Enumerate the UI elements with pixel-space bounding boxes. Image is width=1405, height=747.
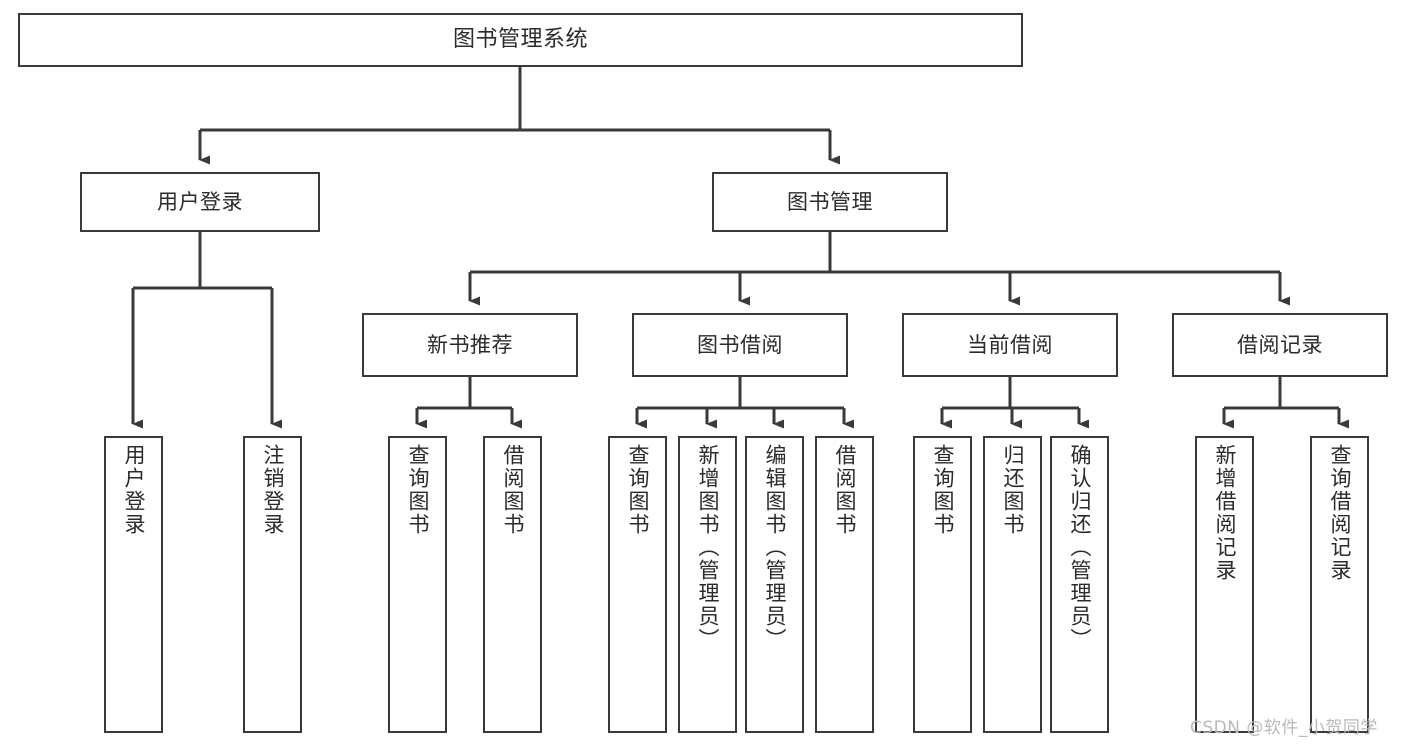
- node-root-system-label: 图书管理系统: [452, 27, 588, 53]
- node-leaf-current-borrow-confirm-return-label: 确认归还（管理员）: [1068, 444, 1092, 651]
- node-leaf-book-borrow-edit[interactable]: 编辑图书（管理员）: [745, 436, 804, 733]
- node-leaf-current-borrow-return-label: 归还图书: [1001, 444, 1025, 536]
- node-root-system[interactable]: 图书管理系统: [18, 13, 1023, 67]
- node-leaf-new-book-borrow[interactable]: 借阅图书: [483, 436, 542, 733]
- node-leaf-new-book-borrow-label: 借阅图书: [501, 444, 525, 536]
- node-leaf-borrow-records-add-label: 新增借阅记录: [1213, 444, 1237, 582]
- node-book-borrow-label: 图书借阅: [697, 332, 783, 357]
- node-user-login[interactable]: 用户登录: [80, 172, 320, 232]
- node-leaf-user-login-logout-label: 注销登录: [261, 444, 285, 536]
- node-leaf-borrow-records-add[interactable]: 新增借阅记录: [1195, 436, 1254, 733]
- node-leaf-book-borrow-borrow-label: 借阅图书: [833, 444, 857, 536]
- node-borrow-records-label: 借阅记录: [1237, 332, 1323, 357]
- node-leaf-current-borrow-query-label: 查询图书: [931, 444, 955, 536]
- node-borrow-records[interactable]: 借阅记录: [1172, 313, 1388, 377]
- node-book-management-label: 图书管理: [787, 189, 873, 214]
- csdn-watermark: CSDN @软件_小贺同学: [1190, 718, 1378, 738]
- node-user-login-label: 用户登录: [157, 189, 243, 214]
- node-leaf-current-borrow-confirm-return[interactable]: 确认归还（管理员）: [1050, 436, 1109, 733]
- node-leaf-user-login-logout[interactable]: 注销登录: [243, 436, 302, 733]
- node-leaf-user-login-login-label: 用户登录: [122, 444, 146, 536]
- node-leaf-book-borrow-borrow[interactable]: 借阅图书: [815, 436, 874, 733]
- node-leaf-new-book-query-label: 查询图书: [406, 444, 430, 536]
- node-leaf-current-borrow-return[interactable]: 归还图书: [983, 436, 1042, 733]
- node-leaf-user-login-login[interactable]: 用户登录: [104, 436, 163, 733]
- node-new-book-recommend[interactable]: 新书推荐: [362, 313, 578, 377]
- node-leaf-book-borrow-add-label: 新增图书（管理员）: [696, 444, 720, 651]
- node-leaf-new-book-query[interactable]: 查询图书: [388, 436, 447, 733]
- node-leaf-borrow-records-query-label: 查询借阅记录: [1328, 444, 1352, 582]
- node-book-management[interactable]: 图书管理: [712, 172, 948, 232]
- node-book-borrow[interactable]: 图书借阅: [632, 313, 848, 377]
- node-leaf-current-borrow-query[interactable]: 查询图书: [913, 436, 972, 733]
- node-leaf-book-borrow-query[interactable]: 查询图书: [608, 436, 667, 733]
- node-leaf-book-borrow-edit-label: 编辑图书（管理员）: [763, 444, 787, 651]
- node-new-book-recommend-label: 新书推荐: [427, 332, 513, 357]
- node-leaf-book-borrow-query-label: 查询图书: [626, 444, 650, 536]
- node-leaf-borrow-records-query[interactable]: 查询借阅记录: [1310, 436, 1369, 733]
- node-current-borrow[interactable]: 当前借阅: [902, 313, 1118, 377]
- node-current-borrow-label: 当前借阅: [967, 332, 1053, 357]
- node-leaf-book-borrow-add[interactable]: 新增图书（管理员）: [678, 436, 737, 733]
